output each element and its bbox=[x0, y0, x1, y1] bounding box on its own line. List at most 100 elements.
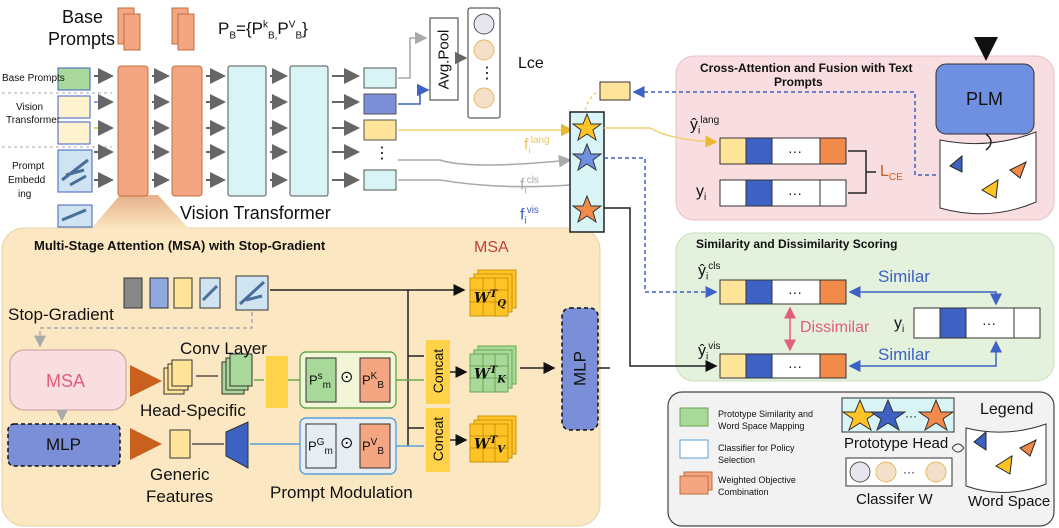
word-space-triangle-orange bbox=[1009, 160, 1027, 179]
legend-star-blue bbox=[869, 398, 907, 432]
similarity-title: Similarity and Dissimilarity Scoring bbox=[696, 237, 898, 251]
stop-gradient-label: Stop-Gradient bbox=[8, 305, 114, 324]
vit-orange-block-1 bbox=[117, 65, 149, 197]
f-lang-label: filang bbox=[524, 135, 550, 157]
pg-m-box bbox=[305, 423, 337, 469]
word-space-triangle-gold bbox=[981, 179, 999, 199]
vision-token-b bbox=[57, 121, 91, 145]
lce-top: Lce bbox=[518, 55, 544, 72]
pv-b-label: PVB bbox=[362, 437, 385, 457]
legend-item1-2: Word Space Mapping bbox=[718, 421, 805, 431]
base-prompt-token bbox=[57, 67, 91, 91]
similar-top-label: Similar bbox=[878, 267, 930, 286]
star-gold bbox=[571, 112, 603, 142]
legend-item2-1: Classifier for Policy bbox=[718, 443, 795, 453]
legend-item3-1: Weighted Objective bbox=[718, 475, 796, 485]
vit-cyan-block-1 bbox=[227, 65, 267, 197]
similar-bottom-label: Similar bbox=[878, 345, 930, 364]
base-prompts-title-2: Prompts bbox=[48, 29, 116, 49]
msa-left-branch bbox=[407, 290, 424, 446]
row-label-prompt-1: Prompt bbox=[12, 161, 45, 172]
avg-pool-label: Avg.Pool bbox=[435, 29, 453, 90]
pool-dots: ⋮ bbox=[479, 65, 495, 82]
plm-label: PLM bbox=[966, 89, 1004, 109]
star-blue bbox=[571, 142, 603, 172]
pk-b-box bbox=[359, 357, 391, 403]
vis-line bbox=[604, 207, 718, 372]
similar-arrow-bottom bbox=[848, 340, 1002, 372]
yhat-lang-label: ŷilang bbox=[690, 115, 720, 137]
y-i-row-top bbox=[719, 179, 847, 207]
legend-tri-blue bbox=[973, 430, 987, 451]
y-i-row-sim bbox=[913, 307, 1041, 339]
mlp-right-label: MLP bbox=[570, 351, 590, 386]
legend-tri-gold bbox=[995, 455, 1013, 475]
legend-item3-2: Combination bbox=[718, 487, 769, 497]
pool-circle-2 bbox=[473, 39, 495, 61]
vit-dots: ⋮ bbox=[374, 145, 390, 162]
generic-label-2: Features bbox=[146, 487, 214, 506]
wv-label: WTV bbox=[474, 435, 505, 456]
pg-m-label: PGm bbox=[308, 437, 333, 457]
row-label-prompt-3: ing bbox=[18, 189, 32, 200]
dissimilar-label: Dissimilar bbox=[800, 319, 870, 336]
input-arrows bbox=[94, 68, 114, 188]
yhat-lang-row bbox=[719, 137, 847, 165]
legend-swatch-orange bbox=[679, 475, 709, 495]
msa-fan bbox=[90, 195, 190, 230]
wq-cube bbox=[469, 269, 517, 317]
star-orange bbox=[571, 194, 603, 224]
output-token-yellow bbox=[363, 119, 397, 141]
stop-gradient-dashed bbox=[34, 312, 253, 348]
base-prompts-title-1: Base bbox=[62, 7, 104, 27]
legend-tri-orange bbox=[1019, 438, 1037, 457]
odot-top: ⊙ bbox=[340, 369, 354, 386]
legend-circle-1 bbox=[849, 461, 871, 483]
base-prompts-icon bbox=[117, 7, 195, 51]
vit-cyan-block-2 bbox=[289, 65, 329, 197]
mlp-inner-box bbox=[7, 423, 121, 467]
cross-attention-title-2: Prompts bbox=[774, 75, 823, 89]
classifier-w-label: Classifer W bbox=[856, 491, 933, 508]
pool-arrows bbox=[398, 31, 574, 188]
vit-label: Vision Transformer bbox=[180, 203, 331, 223]
ellipsis-lang: ··· bbox=[788, 143, 802, 159]
legend-swatch-green bbox=[679, 407, 709, 427]
row-label-vision-2: Transformer bbox=[6, 115, 61, 126]
legend-star-ellipsis: ··· bbox=[905, 409, 917, 423]
yhat-cls-label: ŷicls bbox=[698, 261, 721, 283]
legend-circle-ellipsis: ··· bbox=[903, 465, 915, 479]
lang-line bbox=[604, 127, 718, 148]
wq-label: WTQ bbox=[474, 289, 506, 310]
plm-box bbox=[935, 63, 1035, 135]
conv-layer-stack bbox=[163, 353, 253, 395]
f-vis-label: fivis bbox=[520, 205, 539, 227]
vit-arrows bbox=[152, 68, 360, 188]
wk-label: WTK bbox=[474, 365, 506, 386]
y-i-label-top: yi bbox=[696, 183, 707, 204]
lce-label: LCE bbox=[880, 163, 903, 184]
concat-top-label: Concat bbox=[430, 348, 446, 394]
stop-gradient-tokens bbox=[123, 275, 269, 311]
head-specific-label: Head-Specific bbox=[140, 401, 246, 420]
prompt-embedding-image bbox=[57, 149, 93, 228]
mlp-box-label: MLP bbox=[46, 435, 81, 454]
output-token-cls bbox=[363, 67, 397, 89]
similar-arrow-top bbox=[848, 286, 1002, 306]
legend-title: Legend bbox=[980, 401, 1034, 418]
yhat-vis-row bbox=[719, 353, 847, 379]
generic-label-1: Generic bbox=[150, 465, 210, 484]
row-label-base-prompts: Base Prompts bbox=[2, 73, 65, 84]
word-space-label: Word Space bbox=[968, 493, 1051, 510]
plm-feedback-dashed bbox=[632, 86, 936, 176]
word-space-triangle-blue bbox=[949, 154, 963, 173]
ps-m-label: Psm bbox=[309, 371, 332, 391]
pv-b-box bbox=[359, 423, 391, 469]
legend-item2-2: Selection bbox=[718, 455, 756, 465]
concat-bottom-label: Concat bbox=[430, 416, 446, 462]
word-space-sheet bbox=[939, 131, 1037, 215]
generic-feature-box bbox=[169, 429, 191, 459]
msa-tag: MSA bbox=[474, 239, 509, 256]
yhat-vis-label: ŷivis bbox=[698, 341, 721, 363]
